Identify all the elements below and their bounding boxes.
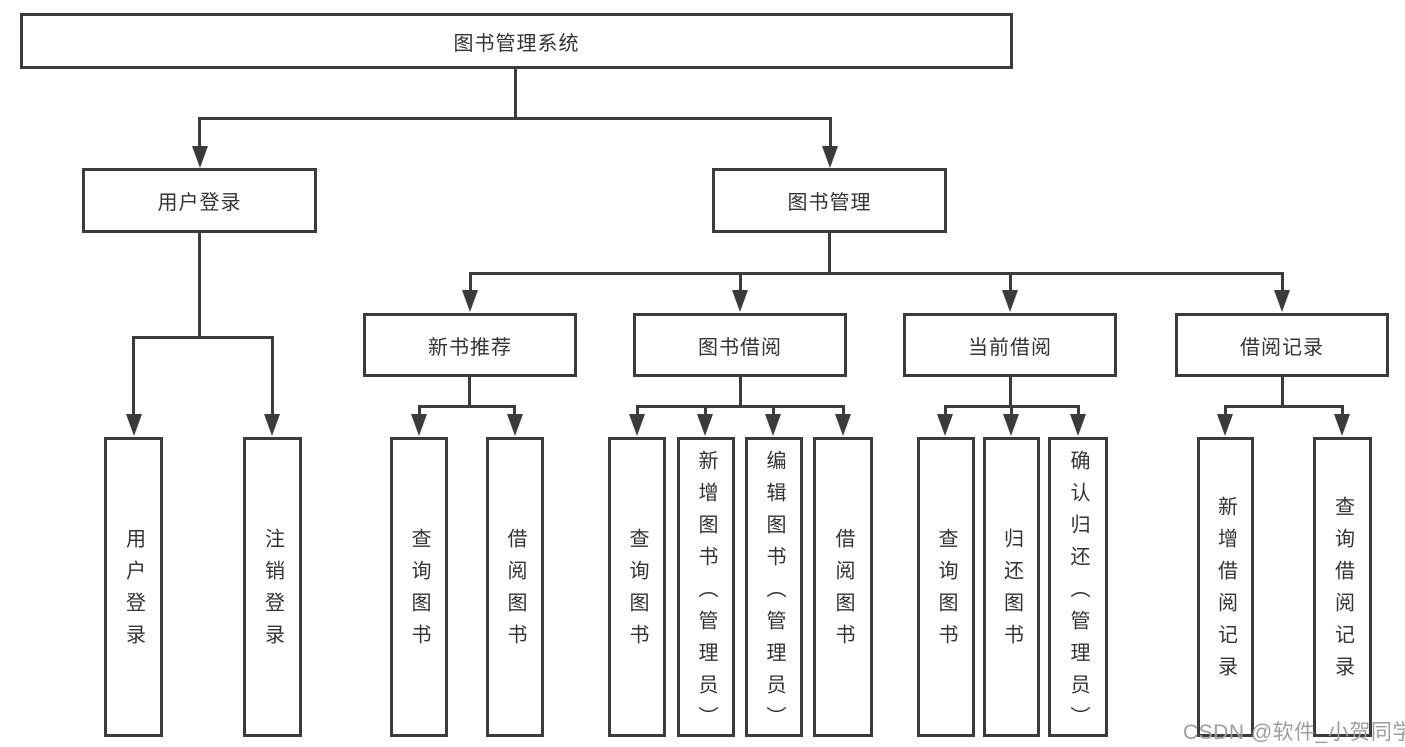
- node-current-borrowing: 当前借阅: [903, 313, 1117, 377]
- connector-leaf-drop: [132, 336, 135, 414]
- connector-leaf-drop: [418, 405, 421, 416]
- arrow-down-icon: [192, 146, 208, 168]
- leaf-br-query-borrow-record: 查询借阅记录: [1313, 437, 1372, 737]
- connector-user-login-rail: [132, 336, 274, 339]
- arrow-down-icon: [462, 290, 478, 312]
- node-book-management: 图书管理: [712, 168, 947, 233]
- arrow-down-icon: [937, 414, 953, 436]
- arrow-down-icon: [411, 414, 427, 436]
- arrow-down-icon: [822, 146, 838, 168]
- connector-leaf-drop: [704, 405, 707, 416]
- connector-section-drop: [739, 272, 742, 292]
- arrow-down-icon: [1274, 290, 1290, 312]
- connector-section-drop: [1009, 272, 1012, 292]
- arrow-down-icon: [629, 414, 645, 436]
- leaf-user-login: 用户登录: [104, 437, 163, 737]
- arrow-down-icon: [1070, 414, 1086, 436]
- connector-root-stem: [514, 69, 517, 118]
- connector-user-login-stem: [198, 233, 201, 338]
- connector-level2-rail: [198, 117, 832, 120]
- connector-leaf-drop: [513, 405, 516, 416]
- leaf-nbr-query-books: 查询图书: [390, 437, 448, 737]
- connector-leaf-drop: [1224, 405, 1227, 416]
- connector-section3-stem: [1009, 377, 1012, 407]
- connector-leaf-drop: [772, 405, 775, 416]
- connector-book-management-drop: [829, 117, 832, 147]
- connector-book-management-stem: [828, 233, 831, 274]
- arrow-down-icon: [1217, 414, 1233, 436]
- connector-section-drop: [1281, 272, 1284, 292]
- connector-section2-rail: [636, 405, 845, 408]
- arrow-down-icon: [732, 290, 748, 312]
- watermark: CSDN @软件_小贺同学: [1183, 721, 1405, 744]
- node-user-login: 用户登录: [82, 168, 317, 233]
- leaf-bb-edit-book-admin: 编辑图书（管理员）: [745, 437, 803, 738]
- connector-section-drop: [469, 272, 472, 292]
- connector-level3-rail: [469, 272, 1284, 275]
- connector-section1-stem: [468, 377, 471, 407]
- arrow-down-icon: [1002, 290, 1018, 312]
- connector-leaf-drop: [944, 405, 947, 416]
- connector-section4-stem: [1281, 377, 1284, 407]
- node-library-system: 图书管理系统: [20, 13, 1013, 69]
- node-borrowing-records: 借阅记录: [1175, 313, 1389, 377]
- leaf-br-add-borrow-record: 新增借阅记录: [1197, 437, 1254, 737]
- connector-leaf-drop: [1010, 405, 1013, 416]
- arrow-down-icon: [765, 414, 781, 436]
- leaf-nbr-borrow-books: 借阅图书: [486, 437, 544, 737]
- arrow-down-icon: [1003, 414, 1019, 436]
- node-book-borrowing: 图书借阅: [633, 313, 847, 377]
- arrow-down-icon: [507, 414, 523, 436]
- leaf-bb-add-book-admin: 新增图书（管理员）: [677, 437, 735, 738]
- leaf-cb-return-books: 归还图书: [983, 437, 1040, 737]
- connector-user-login-drop: [198, 117, 201, 147]
- connector-leaf-drop: [842, 405, 845, 416]
- connector-section4-rail: [1224, 405, 1344, 408]
- connector-leaf-drop: [636, 405, 639, 416]
- connector-section2-stem: [739, 377, 742, 407]
- arrow-down-icon: [835, 414, 851, 436]
- arrow-down-icon: [264, 414, 280, 436]
- arrow-down-icon: [697, 414, 713, 436]
- connector-leaf-drop: [1341, 405, 1344, 416]
- arrow-down-icon: [126, 414, 142, 436]
- leaf-bb-borrow-books: 借阅图书: [813, 437, 873, 737]
- connector-leaf-drop: [1077, 405, 1080, 416]
- connector-leaf-drop: [271, 336, 274, 414]
- arrow-down-icon: [1334, 414, 1350, 436]
- connector-section1-rail: [418, 405, 516, 408]
- leaf-bb-query-books: 查询图书: [608, 437, 666, 737]
- node-new-book-recommendation: 新书推荐: [363, 313, 577, 377]
- leaf-cb-query-books: 查询图书: [917, 437, 975, 737]
- leaf-cb-confirm-return-admin: 确认归还（管理员）: [1048, 437, 1108, 738]
- leaf-logout-login: 注销登录: [243, 437, 302, 737]
